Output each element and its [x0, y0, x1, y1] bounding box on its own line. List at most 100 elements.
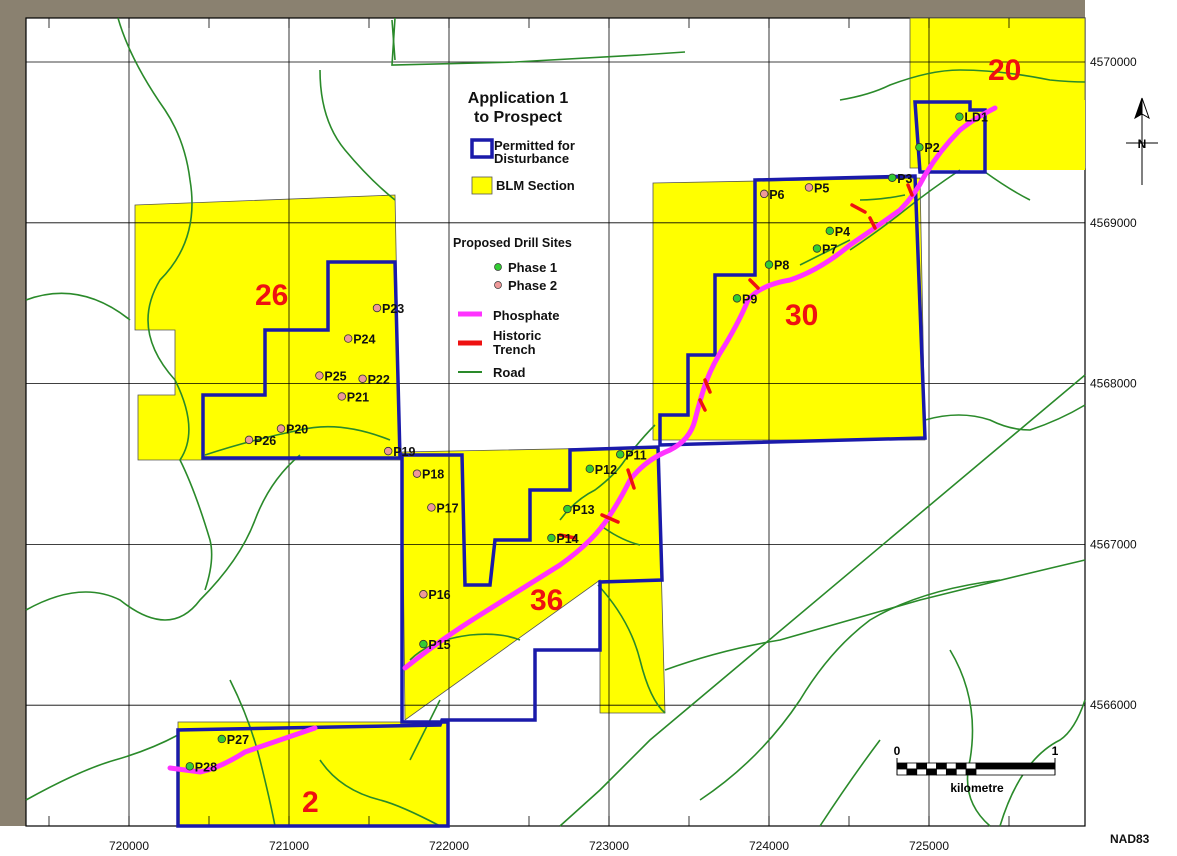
- scale-unit-label: kilometre: [950, 781, 1004, 795]
- scale-cell-bottom: [926, 768, 937, 776]
- y-tick-label: 4568000: [1090, 377, 1137, 391]
- scale-cell-bottom: [945, 768, 957, 776]
- trench-7: [626, 468, 636, 490]
- legend-road-label: Road: [493, 365, 526, 380]
- road-36-east: [597, 584, 666, 714]
- scale-cell-bottom: [916, 768, 928, 776]
- drill-site-P28-label: P28: [195, 760, 217, 774]
- drill-site-P16-marker: [419, 590, 428, 599]
- drill-site-P9-marker: [732, 294, 742, 303]
- drill-site-P8-label: P8: [774, 259, 789, 273]
- scale-cell-bottom: [906, 768, 918, 776]
- drill-site-P24-label: P24: [353, 333, 375, 347]
- scale-start-label: 0: [894, 744, 901, 758]
- legend-trench-label: Trench: [493, 342, 536, 357]
- legend-historic-label: Historic: [493, 328, 541, 343]
- scale-cell-top: [936, 762, 947, 770]
- x-tick-label: 725000: [909, 839, 949, 853]
- section-label-36: 36: [530, 584, 563, 617]
- drill-site-P19-label: P19: [393, 445, 415, 459]
- drill-site-P6-label: P6: [769, 188, 784, 202]
- drill-site-P4-marker: [825, 226, 834, 236]
- blm-section-20-ext: [920, 100, 1085, 170]
- drill-site-P14-marker: [547, 533, 556, 543]
- scale-cell-top: [916, 762, 928, 770]
- trench-1: [850, 203, 867, 214]
- right-margin: [1085, 0, 1177, 856]
- road-nw: [319, 69, 396, 201]
- drill-site-P2-marker: [915, 143, 924, 152]
- trench-8: [600, 513, 620, 524]
- road-ne-1: [839, 69, 1086, 101]
- drill-site-LD1-marker: [955, 112, 964, 121]
- road-east-5: [999, 699, 1086, 827]
- trench-5: [703, 378, 712, 394]
- scale-cell-top: [906, 762, 918, 770]
- scale-right-top: [975, 762, 1056, 770]
- drill-site-P13-marker: [563, 504, 572, 514]
- scale-end-label: 1: [1052, 744, 1059, 758]
- scale-cell-bottom: [936, 768, 947, 776]
- scale-cell-top: [945, 762, 957, 770]
- scale-cell-top: [896, 762, 908, 770]
- legend-title-line2: to Prospect: [474, 109, 563, 126]
- drill-site-P9-label: P9: [742, 292, 757, 306]
- x-tick-label: 720000: [109, 839, 149, 853]
- scale-bar: 0 1 kilometre: [894, 744, 1059, 795]
- drill-site-P12-label: P12: [595, 463, 617, 477]
- road-south-west: [25, 734, 179, 801]
- road-north-stub: [391, 19, 396, 61]
- legend-phase2-label: Phase 2: [508, 278, 557, 293]
- scale-cell-top: [965, 762, 977, 770]
- x-tick-label: 722000: [429, 839, 469, 853]
- drill-site-P18-label: P18: [422, 468, 444, 482]
- drill-site-P18-marker: [412, 469, 422, 478]
- drill-site-P19-marker: [384, 446, 393, 456]
- drill-site-P26-label: P26: [254, 434, 276, 448]
- drill-site-P17-label: P17: [436, 501, 458, 515]
- legend: Application 1 to Prospect Permitted for …: [453, 90, 575, 380]
- section-label-2: 2: [302, 786, 319, 819]
- permit-outlines: [176, 100, 987, 828]
- drill-site-P15-marker: [419, 639, 428, 649]
- drill-site-P5-marker: [804, 183, 814, 192]
- drill-site-P7-label: P7: [822, 243, 837, 257]
- x-tick-label: 724000: [749, 839, 789, 853]
- drill-site-P21-label: P21: [347, 390, 369, 404]
- legend-permit-line1: Permitted for: [494, 138, 575, 153]
- drill-site-P21-marker: [337, 392, 346, 401]
- blm-section-26: [134, 194, 401, 461]
- drill-site-P8-marker: [764, 260, 774, 269]
- scale-cell-bottom: [896, 768, 908, 776]
- drill-site-P16-label: P16: [428, 588, 450, 602]
- drill-site-P14-label: P14: [556, 532, 578, 546]
- drill-site-P4-label: P4: [835, 225, 850, 239]
- section-label-26: 26: [255, 279, 288, 312]
- trench-3: [906, 183, 914, 197]
- drill-site-P20-marker: [276, 424, 286, 433]
- drill-site-P15-label: P15: [428, 638, 450, 652]
- trench-2: [868, 216, 877, 230]
- road-30-mid: [799, 239, 851, 266]
- legend-phase2-symbol: [494, 281, 502, 289]
- road-2-a: [229, 679, 276, 827]
- drill-site-P13-label: P13: [572, 503, 594, 517]
- scale-cell-bottom: [965, 768, 977, 776]
- road-26-south: [204, 425, 391, 456]
- section-label-20: 20: [988, 54, 1021, 87]
- north-arrow: N: [1126, 97, 1158, 185]
- scale-cell-top: [955, 762, 967, 770]
- road-east-4: [949, 649, 991, 827]
- historic-trenches: [558, 183, 914, 540]
- drill-site-P22-label: P22: [368, 373, 390, 387]
- legend-drill-title: Proposed Drill Sites: [453, 236, 572, 250]
- permit-section-26: [201, 260, 402, 460]
- datum-label: NAD83: [1110, 832, 1150, 846]
- trench-4: [748, 278, 760, 290]
- drill-site-P2-label: P2: [924, 141, 939, 155]
- road-2-b: [319, 759, 441, 827]
- coordinate-grid: [26, 18, 1085, 826]
- section-labels: 20 26 30 36 2: [255, 54, 1021, 819]
- road-36-a: [409, 633, 521, 661]
